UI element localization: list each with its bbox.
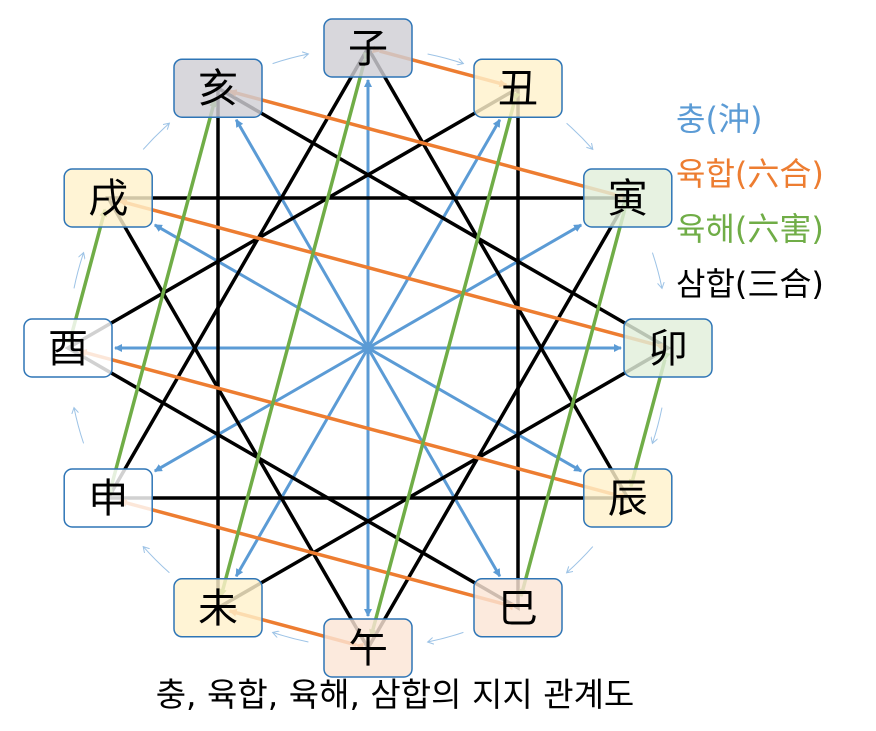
legend-yukhae-ko: 육해 (676, 210, 735, 248)
chung-lines (114, 79, 622, 617)
yukhae-arrow-sin-hae (105, 98, 217, 495)
node-label-in: 寅 (608, 176, 648, 222)
legend-samhap-ko: 삼합 (676, 265, 735, 303)
cycle-arrow (651, 252, 662, 289)
legend-chung-hanja: (沖) (705, 100, 763, 138)
node-box-sul (63, 168, 153, 228)
legend-chung: 충(沖) (676, 92, 866, 147)
yukhae-lines (65, 51, 671, 638)
node-mi: 未 (173, 578, 263, 638)
legend: 충(沖) 육합(六合) 육해(六害) 삼합(三合) (676, 92, 866, 312)
node-sul: 戌 (63, 168, 153, 228)
yukhae-arrow-in-sa (519, 201, 631, 598)
node-ja: 子 (323, 18, 413, 78)
legend-samhap-hanja: (三合) (734, 265, 824, 303)
node-label-sul: 戌 (88, 176, 128, 222)
node-yu: 酉 (23, 318, 113, 378)
legend-yukhae-hanja: (六害) (734, 210, 824, 248)
chung-arrow-in (367, 223, 583, 350)
cycle-arrow (143, 547, 170, 574)
chung-arrow-sin (153, 346, 369, 473)
cycle-arrow (567, 546, 594, 573)
node-label-mi: 未 (198, 586, 238, 632)
cycle-arrow (273, 632, 309, 643)
chung-arrow-hae (234, 118, 370, 349)
node-label-myo: 卯 (648, 326, 688, 372)
cycle-arrow (272, 54, 309, 65)
node-box-yu (23, 318, 113, 378)
chung-arrow-jin (367, 346, 583, 473)
yukhae-arrow-myo-jin (628, 351, 671, 488)
chung-arrow-sul (153, 223, 369, 350)
node-hae: 亥 (173, 58, 263, 118)
legend-yukhap-ko: 육합 (676, 155, 735, 193)
node-box-jin (583, 468, 673, 528)
node-label-chuk: 丑 (498, 66, 538, 112)
cycle-arrow (652, 407, 663, 444)
cycle-arrow (73, 253, 84, 289)
cycle-arrow (566, 122, 593, 149)
node-box-mi (173, 578, 263, 638)
cycle-arrow (142, 123, 169, 150)
cycle-arrow (427, 53, 464, 64)
cycle-arrow (74, 408, 85, 444)
node-sin: 申 (63, 468, 153, 528)
yukhae-arrow-ja-mi (219, 51, 371, 598)
node-box-in (583, 168, 673, 228)
legend-yukhap: 육합(六合) (676, 147, 866, 202)
yukhae-arrow-chuk-o (369, 92, 521, 638)
legend-chung-ko: 충 (676, 100, 706, 138)
node-in: 寅 (583, 168, 673, 228)
legend-yukhae: 육해(六害) (676, 202, 866, 257)
node-label-o: 午 (348, 626, 388, 672)
node-label-jin: 辰 (608, 476, 648, 522)
node-label-ja: 子 (348, 26, 388, 72)
node-o: 午 (323, 618, 413, 678)
cycle-arrow (428, 631, 464, 642)
node-myo: 卯 (623, 318, 713, 378)
node-box-ja (323, 18, 413, 78)
node-chuk: 丑 (473, 58, 563, 118)
chung-arrow-sa (366, 347, 502, 578)
node-box-chuk (473, 58, 563, 118)
node-label-yu: 酉 (48, 326, 88, 372)
node-box-myo (623, 318, 713, 378)
legend-samhap: 삼합(三合) (676, 257, 866, 312)
node-box-o (323, 618, 413, 678)
node-sa: 巳 (473, 578, 563, 638)
node-label-sa: 巳 (498, 586, 538, 632)
diagram-caption: 충, 육합, 육해, 삼합의 지지 관계도 (155, 675, 635, 714)
node-box-sin (63, 468, 153, 528)
node-box-hae (173, 58, 263, 118)
node-label-sin: 申 (88, 476, 128, 522)
node-jin: 辰 (583, 468, 673, 528)
yukhae-arrow-yu-sul (65, 208, 108, 345)
node-box-sa (473, 578, 563, 638)
legend-yukhap-hanja: (六合) (734, 155, 824, 193)
node-label-hae: 亥 (198, 66, 238, 112)
